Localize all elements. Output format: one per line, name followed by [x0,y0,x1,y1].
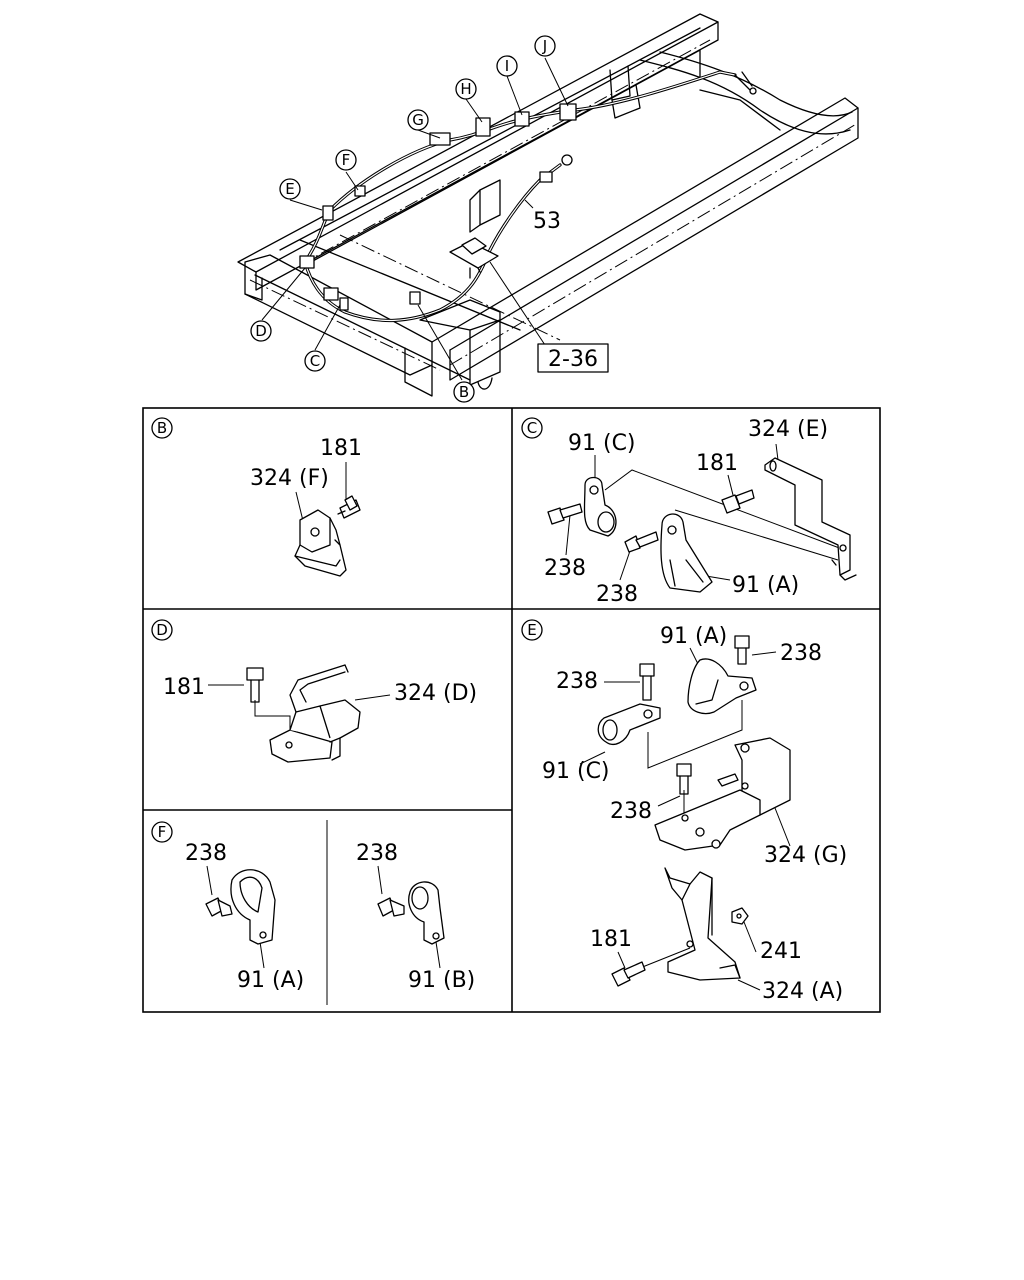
svg-text:F: F [158,823,167,841]
bolt-181-d-drawing [246,667,264,703]
svg-text:D: D [255,322,267,340]
bracket-324g-drawing [654,737,791,851]
panel-f: F 238 91 (A) 238 91 (B) [151,821,475,993]
panel-b-label-324f: 324 (F) [250,466,329,491]
panel-d-label-324d: 324 (D) [394,681,477,706]
svg-text:G: G [412,111,424,129]
part-53-label: 53 [533,209,561,234]
svg-text:C: C [310,352,320,370]
clip-91a-c-drawing [660,513,713,593]
clip-91a-f-drawing [230,869,276,945]
panel-e-label-324g: 324 (G) [764,843,847,868]
bolt-238-c2-drawing [624,531,659,553]
clip-91b-f-drawing [408,881,445,945]
panel-b-letter: B [151,417,173,439]
panel-e-label-91c: 91 (C) [542,759,610,784]
bracket-324f-drawing [294,509,347,577]
panel-e-letter: E [521,619,543,641]
panel-e-label-91a: 91 (A) [660,624,727,649]
bolt-238-e-top-drawing [734,635,750,665]
svg-text:C: C [527,419,537,437]
callout-j: J [534,35,556,57]
bolt-181-drawing [337,495,361,519]
callout-e: E [279,178,301,200]
clip-91c-drawing [583,476,617,537]
svg-text:2-36: 2-36 [548,347,598,372]
callout-c: C [304,350,326,372]
svg-text:B: B [157,419,167,437]
panel-f-label-238-a: 238 [185,841,227,866]
callout-b: B [453,381,475,403]
panel-c-label-91c: 91 (C) [568,431,636,456]
callout-f: F [335,149,357,171]
callout-g: G [407,109,429,131]
panel-c-label-91a: 91 (A) [732,573,799,598]
overview-callouts: J I H G F E D C [250,35,609,403]
overview-leaders [261,57,569,381]
panel-b-label-181: 181 [320,436,362,461]
detail-panel-frame [142,407,881,1013]
bolt-181-e-drawing [611,961,646,987]
chassis-frame-drawing [237,13,859,397]
panel-f-letter: F [151,821,173,843]
svg-text:J: J [542,37,547,55]
panel-d: D 181 324 (D) [151,619,477,763]
bolt-238-f1-drawing [205,897,233,917]
bolt-181-c-drawing [721,489,755,514]
callout-h: H [455,78,477,100]
panel-c: C 91 (C) 324 (E) 181 238 238 91 (A) [521,417,857,607]
bolt-238-f2-drawing [377,897,405,917]
panel-c-label-238-a: 238 [544,556,586,581]
panel-d-letter: D [151,619,173,641]
panel-f-label-91a: 91 (A) [237,968,304,993]
brake-cable-routing [299,70,757,322]
panel-e-label-181: 181 [590,927,632,952]
svg-text:I: I [505,57,509,75]
svg-text:E: E [285,180,294,198]
panel-e: E 91 (A) 238 238 91 (C) 238 324 (G) 181 … [521,619,847,1004]
bolt-238-c1-drawing [547,503,583,525]
panel-b: B 181 324 (F) [151,417,362,577]
panel-e-label-238-top: 238 [780,641,822,666]
bolt-238-e-mid-drawing [676,763,692,795]
panel-c-label-324e: 324 (E) [748,417,828,442]
svg-text:E: E [527,621,536,639]
panel-d-label-181: 181 [163,675,205,700]
panel-e-label-238-mid: 238 [610,799,652,824]
panel-e-label-238-left: 238 [556,669,598,694]
panel-c-letter: C [521,417,543,439]
ref-box-2-36: 2-36 [537,343,609,373]
panel-e-label-241: 241 [760,939,802,964]
bracket-324e-drawing [764,457,857,581]
bracket-324d-drawing [269,664,361,763]
svg-text:H: H [460,80,471,98]
clip-91c-e-drawing [597,703,661,745]
svg-text:B: B [459,383,469,401]
nut-241-drawing [731,907,749,925]
panel-f-label-238-b: 238 [356,841,398,866]
panel-c-label-238-b: 238 [596,582,638,607]
svg-text:F: F [342,151,351,169]
callout-i: I [496,55,518,77]
bracket-324a-drawing [664,867,741,981]
panel-e-label-324a: 324 (A) [762,979,843,1004]
clip-91a-e-drawing [687,658,757,715]
panel-c-label-181: 181 [696,451,738,476]
callout-d: D [250,320,272,342]
panel-f-label-91b: 91 (B) [408,968,475,993]
svg-text:D: D [156,621,168,639]
bolt-238-e-left-drawing [639,663,655,701]
